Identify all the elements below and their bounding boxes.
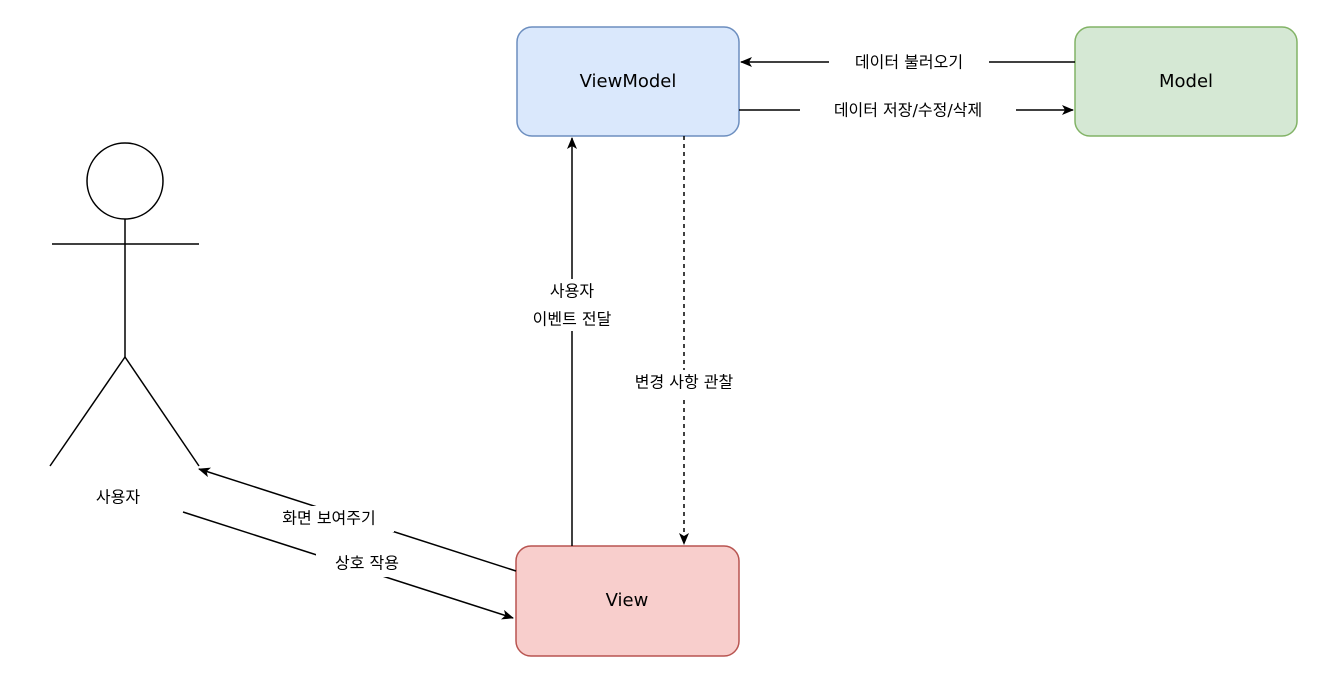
edge-show-screen: 화면 보여주기 xyxy=(198,467,517,572)
edge-interaction-label: 상호 작용 xyxy=(335,554,399,573)
edge-show-screen-label: 화면 보여주기 xyxy=(282,509,375,528)
edge-user-event-label-line2: 이벤트 전달 xyxy=(533,310,612,329)
edge-load-data-label: 데이터 불러오기 xyxy=(855,53,963,72)
view-node: View xyxy=(515,545,740,657)
edge-observe-changes-label: 변경 사항 관찰 xyxy=(635,373,734,392)
edge-load-data: 데이터 불러오기 xyxy=(740,50,1075,74)
edge-save-data-label: 데이터 저장/수정/삭제 xyxy=(834,101,982,120)
actor-head-icon xyxy=(86,142,164,220)
actor-right-leg xyxy=(124,356,200,467)
edge-user-event: 사용자 이벤트 전달 xyxy=(526,137,618,546)
viewmodel-label: ViewModel xyxy=(580,71,677,92)
edge-observe-changes: 변경 사항 관찰 xyxy=(612,136,756,545)
model-box xyxy=(1074,26,1298,137)
edge-user-event-label-line1: 사용자 xyxy=(550,282,594,301)
edge-interaction: 상호 작용 xyxy=(182,511,514,620)
user-actor xyxy=(49,142,200,467)
model-label: Model xyxy=(1159,71,1213,92)
actor-left-leg xyxy=(49,356,126,467)
view-label: View xyxy=(606,590,649,611)
view-box xyxy=(515,545,740,657)
viewmodel-node: ViewModel xyxy=(516,26,740,137)
model-node: Model xyxy=(1074,26,1298,137)
user-label: 사용자 xyxy=(96,488,140,507)
edge-save-data: 데이터 저장/수정/삭제 xyxy=(739,98,1074,122)
viewmodel-box xyxy=(516,26,740,137)
